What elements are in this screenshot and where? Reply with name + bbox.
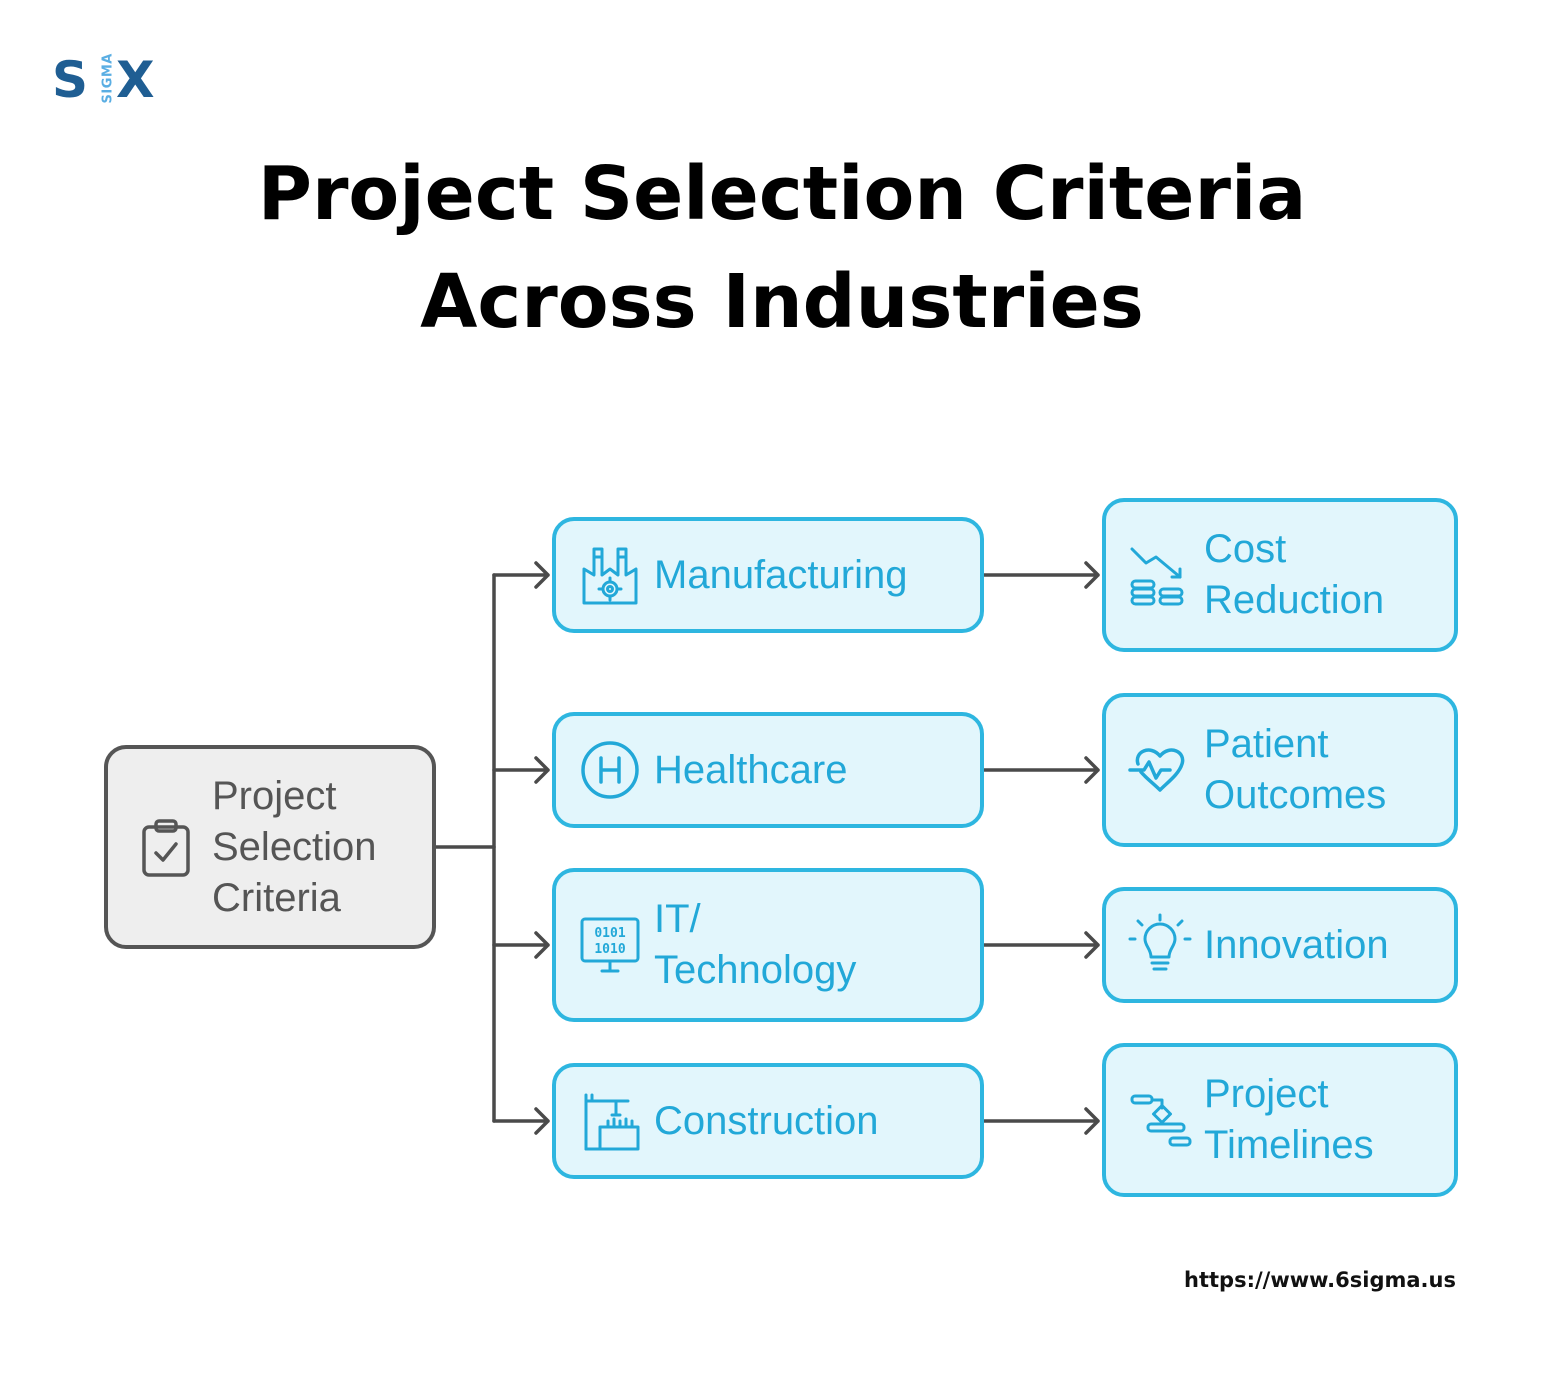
branch-it (492, 931, 550, 959)
arrow-healthcare-patient (982, 756, 1100, 784)
outcome-label: Cost Reduction (1204, 527, 1385, 622)
industry-label: Construction (654, 1098, 879, 1143)
industry-construction: Construction (552, 1063, 984, 1179)
svg-text:0101: 0101 (594, 926, 625, 941)
svg-text:1010: 1010 (594, 942, 625, 957)
outcome-patient-outcomes: Patient Outcomes (1102, 693, 1458, 847)
timeline-icon (1128, 1088, 1192, 1152)
heartbeat-icon (1128, 738, 1192, 802)
industry-label: Manufacturing (654, 552, 908, 597)
title-line-2: Across Industries (420, 259, 1144, 345)
root-label: Project Selection Criteria (212, 773, 377, 920)
crane-icon (578, 1089, 642, 1153)
page-title: Project Selection Criteria Across Indust… (0, 140, 1564, 356)
outcome-innovation: Innovation (1102, 887, 1458, 1003)
branch-manufacturing (492, 561, 550, 589)
root-node: Project Selection Criteria (104, 745, 436, 949)
sixsigma-logo: S SIGMA X (52, 52, 164, 112)
factory-icon (578, 543, 642, 607)
outcome-label: Innovation (1204, 922, 1389, 967)
industry-healthcare: Healthcare (552, 712, 984, 828)
industry-manufacturing: Manufacturing (552, 517, 984, 633)
clipboard-check-icon (134, 815, 198, 879)
logo-letter-x: X (116, 51, 155, 109)
hospital-h-icon (578, 738, 642, 802)
logo-letter-s: S (52, 51, 89, 109)
outcome-project-timelines: Project Timelines (1102, 1043, 1458, 1197)
arrow-construction-timelines (982, 1107, 1100, 1135)
branch-healthcare (492, 756, 550, 784)
arrow-it-innovation (982, 931, 1100, 959)
arrow-manufacturing-cost (982, 561, 1100, 589)
outcome-label: Project Timelines (1204, 1072, 1374, 1167)
binary-monitor-icon: 0101 1010 (578, 913, 642, 977)
coins-trend-down-icon (1128, 543, 1192, 607)
industry-it-technology: 0101 1010 IT/ Technology (552, 868, 984, 1022)
industry-label: Healthcare (654, 747, 848, 792)
footer-url[interactable]: https://www.6sigma.us (1184, 1268, 1456, 1292)
lightbulb-icon (1128, 913, 1192, 977)
branch-construction (492, 1107, 550, 1135)
outcome-label: Patient Outcomes (1204, 722, 1387, 817)
outcome-cost-reduction: Cost Reduction (1102, 498, 1458, 652)
industry-label: IT/ Technology (654, 897, 857, 992)
title-line-1: Project Selection Criteria (257, 151, 1307, 237)
